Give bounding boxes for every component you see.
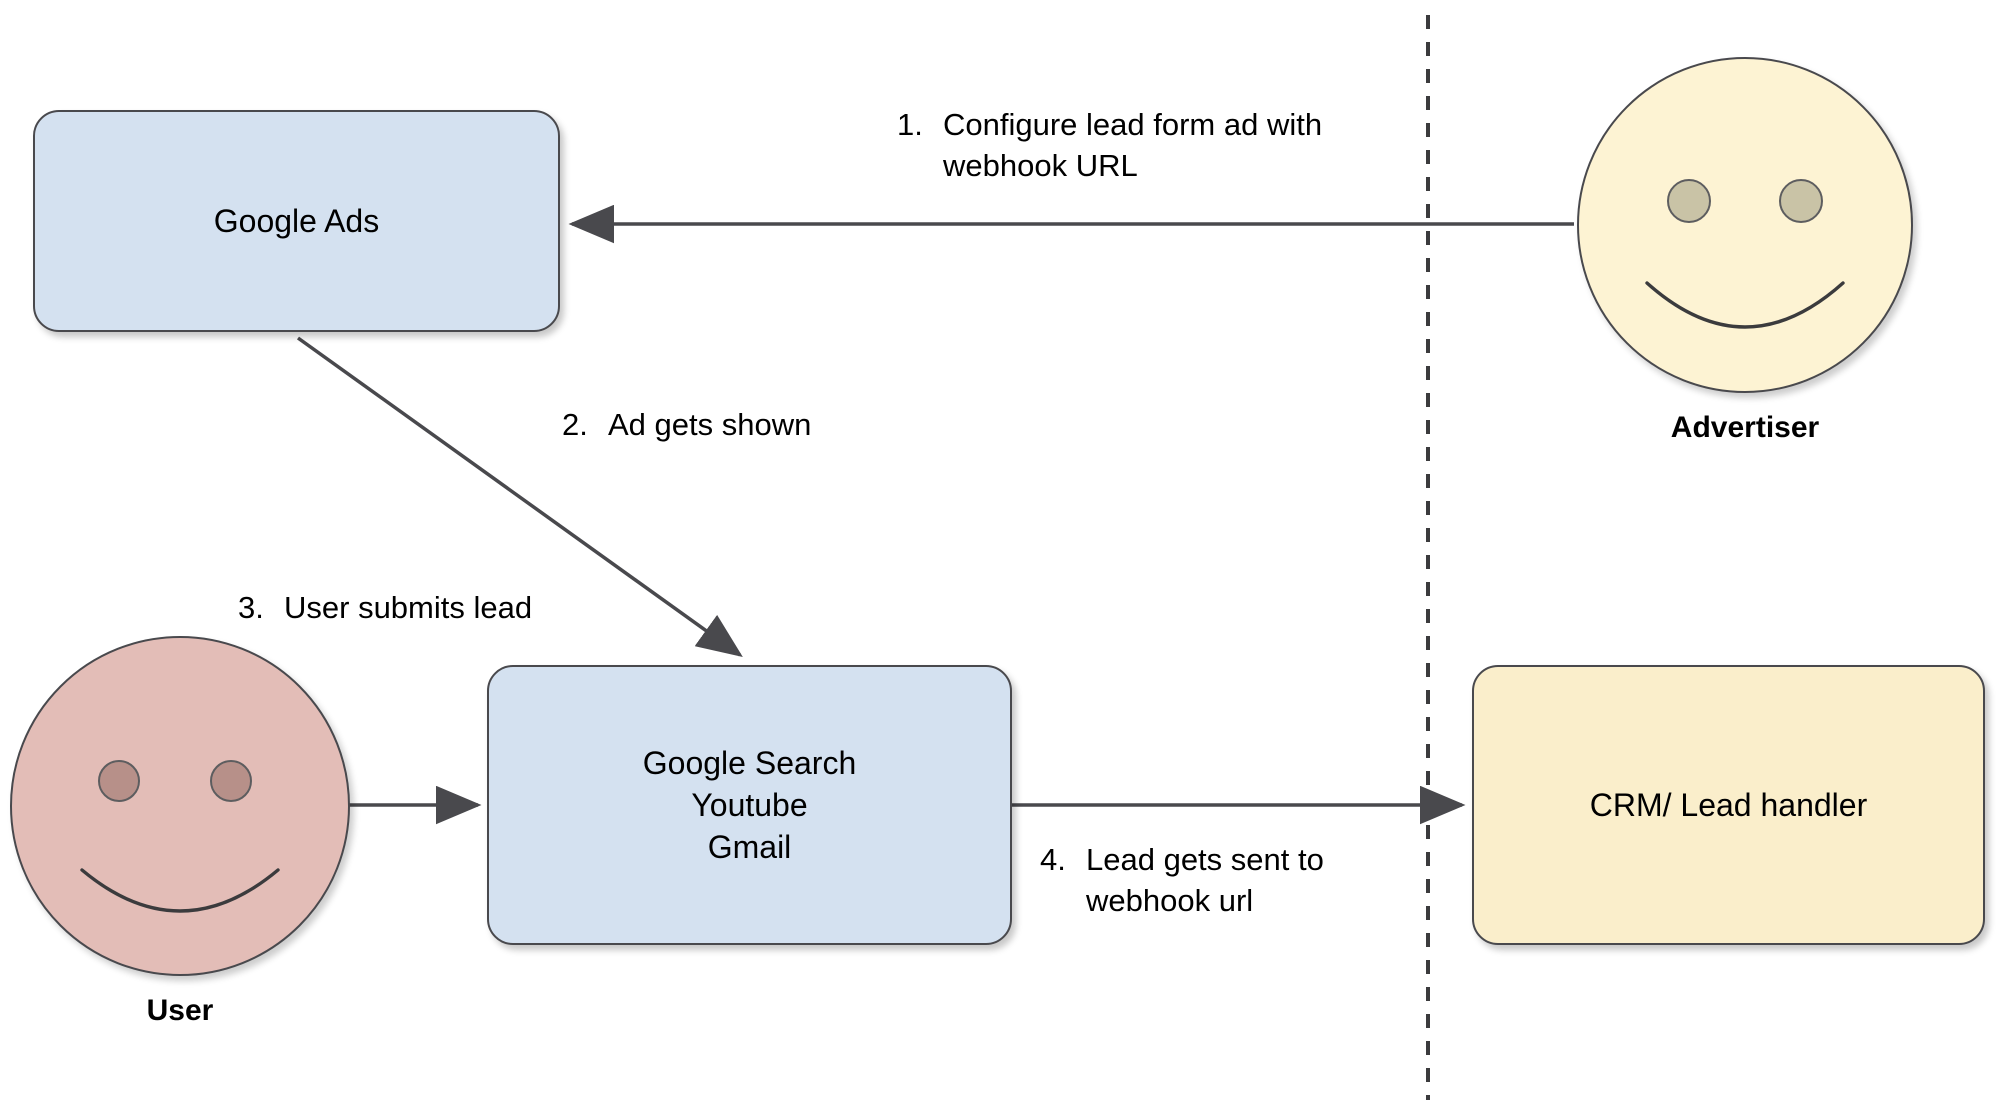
node-google-surfaces[interactable]: Google Search Youtube Gmail	[487, 665, 1012, 945]
eye-right-icon	[210, 760, 252, 802]
step-label-3: 3. User submits lead	[238, 588, 638, 629]
node-crm[interactable]: CRM/ Lead handler	[1472, 665, 1985, 945]
step-label-4: 4. Lead gets sent to webhook url	[1040, 840, 1420, 922]
step-label-1: 1. Configure lead form ad with webhook U…	[897, 105, 1367, 187]
smile-mouth-icon	[1645, 281, 1845, 329]
eye-right-icon	[1779, 179, 1823, 223]
step-1-text: Configure lead form ad with webhook URL	[943, 107, 1323, 183]
step-2-number: 2.	[562, 407, 588, 442]
actor-advertiser-label: Advertiser	[1670, 411, 1820, 444]
smiley-face-icon	[1577, 57, 1913, 393]
step-1-number: 1.	[897, 107, 923, 142]
step-4-text: Lead gets sent to webhook url	[1086, 842, 1324, 918]
eye-left-icon	[98, 760, 140, 802]
node-google-surfaces-label: Google Search Youtube Gmail	[642, 744, 857, 866]
step-label-2: 2. Ad gets shown	[562, 405, 962, 446]
smile-mouth-icon	[80, 868, 280, 913]
step-4-number: 4.	[1040, 842, 1066, 877]
node-google-ads[interactable]: Google Ads	[33, 110, 560, 332]
step-3-number: 3.	[238, 590, 264, 625]
actor-user-label: User	[146, 994, 214, 1027]
node-google-ads-label: Google Ads	[213, 202, 380, 239]
smiley-face-icon	[10, 636, 350, 976]
eye-left-icon	[1667, 179, 1711, 223]
step-3-text: User submits lead	[284, 590, 533, 625]
actor-advertiser[interactable]: Advertiser	[1577, 57, 1913, 457]
step-2-text: Ad gets shown	[608, 407, 812, 442]
node-crm-label: CRM/ Lead handler	[1589, 786, 1868, 823]
actor-user[interactable]: User	[10, 636, 350, 1036]
